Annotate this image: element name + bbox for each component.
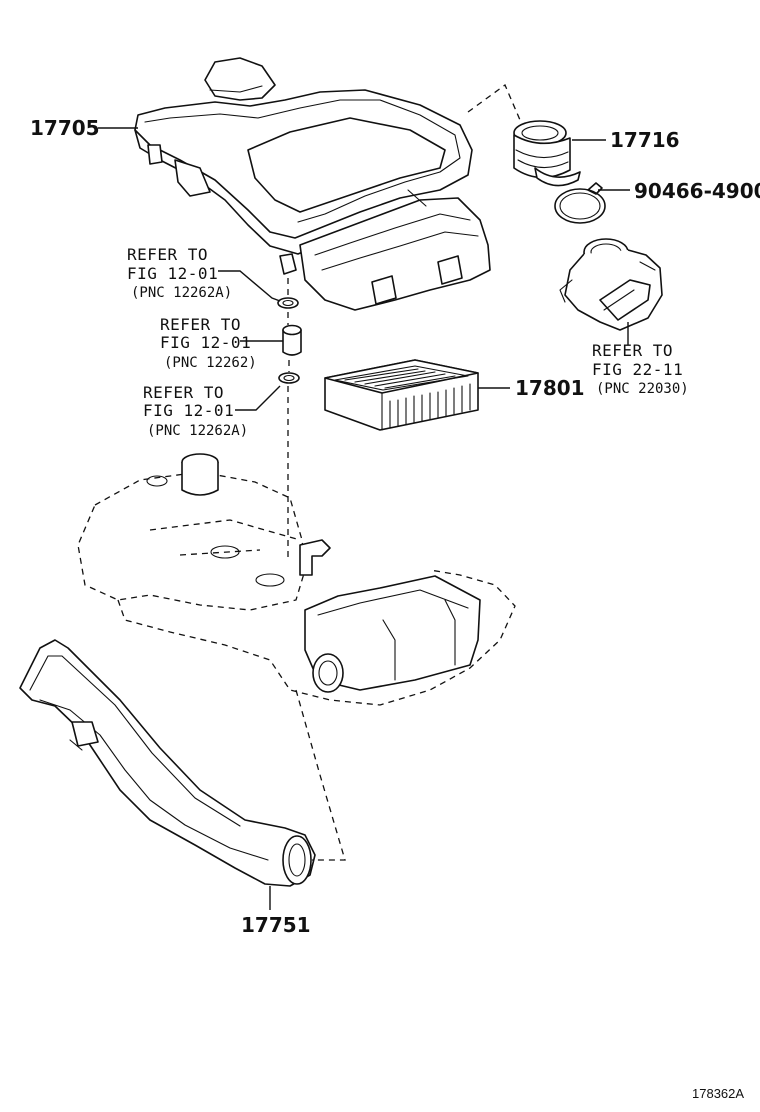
- reference-note-2: REFER TO FIG 12-01 (PNC 12262): [160, 315, 257, 371]
- assembly-lines: [287, 83, 521, 861]
- grommet-lower: [278, 372, 300, 384]
- leader-lines: [98, 127, 630, 910]
- hose-clamp: [554, 182, 606, 224]
- ref1-line1: REFER TO: [127, 245, 208, 264]
- ref2-line3: (PNC 12262): [164, 355, 257, 371]
- reference-note-3: REFER TO FIG 12-01 (PNC 12262A): [143, 383, 248, 439]
- air-filter-element: [324, 359, 479, 431]
- ref2-line2: FIG 12-01: [160, 333, 251, 352]
- ref3-line3: (PNC 12262A): [147, 423, 248, 439]
- reference-note-1: REFER TO FIG 12-01 (PNC 12262A): [127, 245, 232, 301]
- throttle-body: [559, 238, 663, 331]
- part-number-90466-49001: 90466-49001: [634, 179, 760, 203]
- ref2-line1: REFER TO: [160, 315, 241, 334]
- air-cleaner-case-lower: [77, 453, 516, 706]
- air-intake-duct: [19, 639, 316, 887]
- intake-hose-17716: [513, 120, 581, 187]
- ref3-line1: REFER TO: [143, 383, 224, 402]
- reference-note-4: REFER TO FIG 22-11 (PNC 22030): [592, 341, 689, 397]
- part-number-17751: 17751: [241, 913, 311, 937]
- ref1-line2: FIG 12-01: [127, 264, 218, 283]
- ref1-line3: (PNC 12262A): [131, 285, 232, 301]
- spacer-tube: [282, 324, 302, 356]
- part-number-17801: 17801: [515, 376, 585, 400]
- diagram-code: 178362A: [692, 1086, 744, 1101]
- ref3-line2: FIG 12-01: [143, 401, 234, 420]
- part-number-17716: 17716: [610, 128, 680, 152]
- grommet-upper: [277, 297, 299, 309]
- air-cleaner-cap: [134, 57, 491, 311]
- ref4-line2: FIG 22-11: [592, 360, 683, 379]
- part-number-17705: 17705: [30, 116, 100, 140]
- ref4-line1: REFER TO: [592, 341, 673, 360]
- ref4-line3: (PNC 22030): [596, 381, 689, 397]
